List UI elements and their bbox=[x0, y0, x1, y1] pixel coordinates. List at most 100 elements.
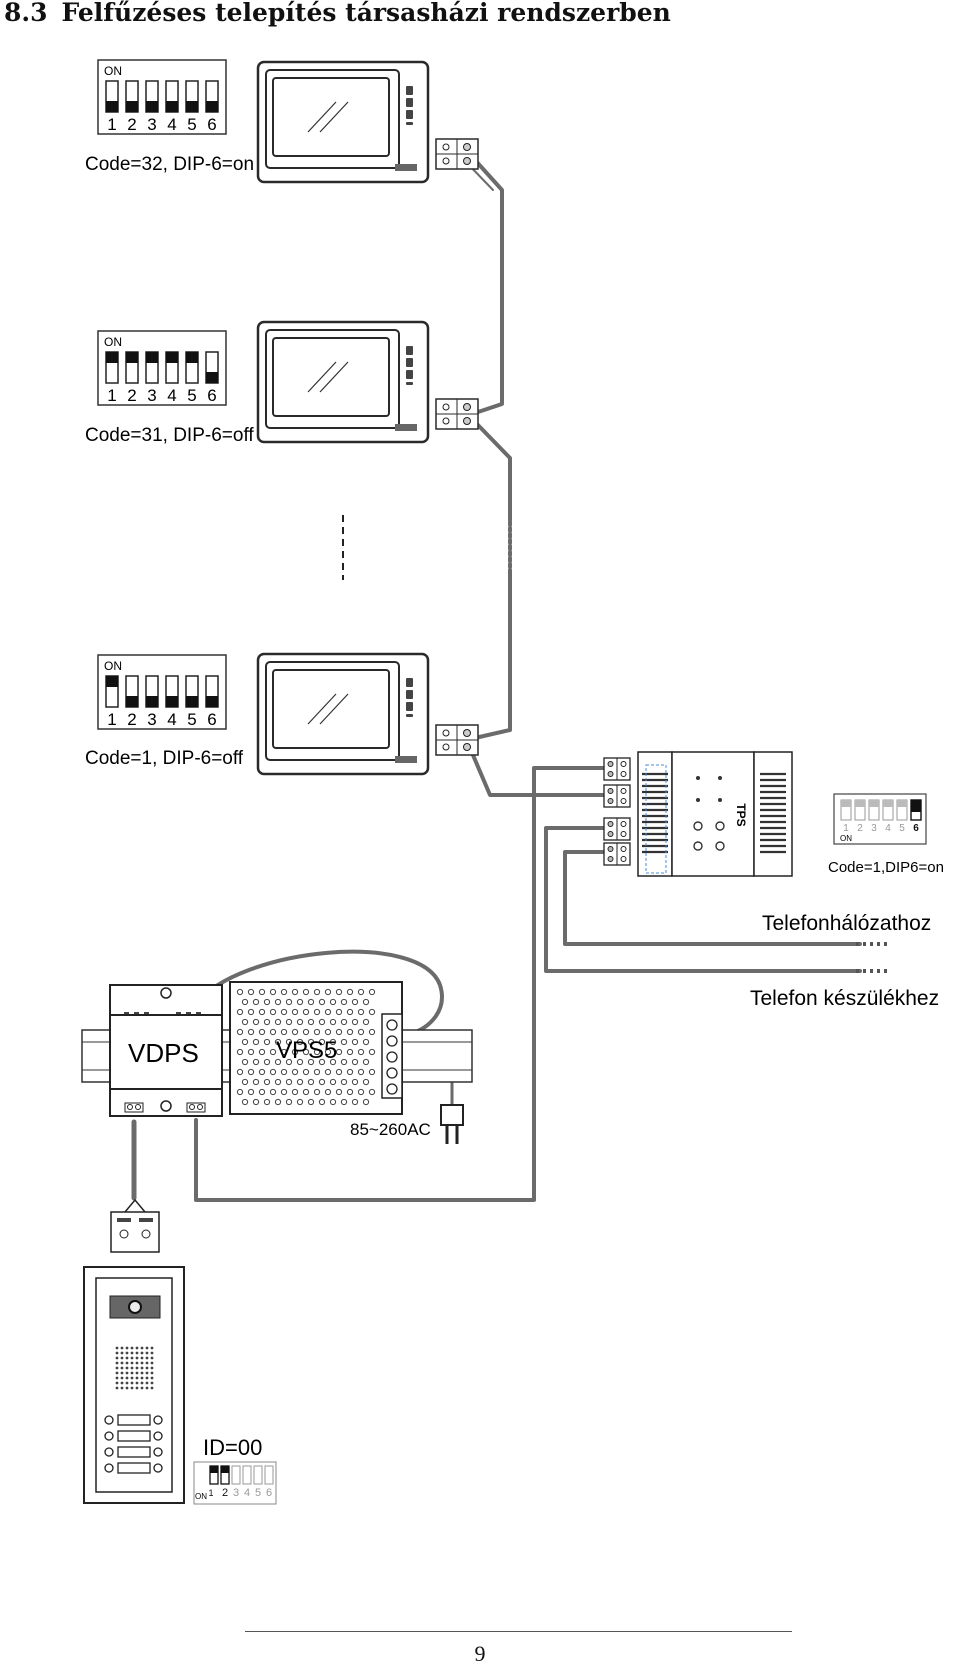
dip-switch-frame bbox=[97, 330, 227, 406]
vps5-label: VPS5 bbox=[276, 1037, 337, 1064]
vent-hole bbox=[340, 1038, 348, 1046]
grille-dot bbox=[120, 1351, 124, 1355]
dip-number: 4 bbox=[244, 1487, 250, 1499]
dip-numbers: 1 2 3 4 5 6 bbox=[208, 1487, 272, 1499]
vent-hole bbox=[340, 998, 348, 1006]
vent-hole bbox=[285, 1078, 293, 1086]
grille-dot bbox=[130, 1371, 134, 1375]
vent-hole bbox=[258, 1088, 266, 1096]
dip-lever-5 bbox=[186, 101, 198, 112]
vent-hole bbox=[258, 988, 266, 996]
dip-lever-5 bbox=[897, 800, 907, 807]
wire-monitor2-down bbox=[473, 420, 512, 522]
tps-screw bbox=[693, 841, 703, 851]
vent-hole bbox=[247, 1008, 255, 1016]
dip-number: 2 bbox=[127, 115, 136, 134]
call-button bbox=[153, 1463, 163, 1473]
vent-hole bbox=[351, 1098, 359, 1106]
terminal-screw bbox=[386, 1083, 398, 1095]
vent-hole bbox=[236, 1068, 244, 1076]
vent-hole bbox=[318, 1078, 326, 1086]
vent-hole bbox=[351, 998, 359, 1006]
wire-tps-to-handset bbox=[544, 826, 862, 973]
name-plate bbox=[117, 1414, 151, 1426]
monitor-screen bbox=[272, 77, 390, 157]
terminal-screw bbox=[442, 417, 450, 425]
network-dots bbox=[856, 942, 887, 946]
grille-dot bbox=[140, 1371, 144, 1375]
dip-number: 3 bbox=[147, 115, 156, 134]
grille-dot bbox=[125, 1351, 129, 1355]
vent-hole bbox=[263, 1018, 271, 1026]
grille-dot bbox=[135, 1346, 139, 1350]
vent-hole bbox=[351, 1018, 359, 1026]
terminal-screw bbox=[620, 846, 627, 852]
dip-switch-frame bbox=[97, 59, 227, 135]
name-plate bbox=[117, 1462, 151, 1474]
dip-lever-5 bbox=[186, 696, 198, 707]
monitor-screen bbox=[272, 669, 390, 749]
vent-hole bbox=[302, 1068, 310, 1076]
dip-numbers: 1 2 3 4 5 6 bbox=[107, 115, 216, 134]
grille-dot bbox=[145, 1356, 149, 1360]
vent-hole bbox=[357, 1008, 365, 1016]
vent-hole bbox=[313, 1028, 321, 1036]
dip-on-label: ON bbox=[104, 64, 122, 78]
vent-hole bbox=[340, 1078, 348, 1086]
vent-hole bbox=[351, 1078, 359, 1086]
vent-hole bbox=[280, 1088, 288, 1096]
monitor-button bbox=[406, 370, 413, 379]
grille-dot bbox=[145, 1366, 149, 1370]
dip-number: 6 bbox=[207, 386, 216, 405]
tps-screws bbox=[693, 821, 725, 851]
terminal-screw bbox=[463, 157, 471, 165]
vent-hole bbox=[263, 1038, 271, 1046]
grille-dot bbox=[130, 1366, 134, 1370]
dip-lever-4 bbox=[166, 352, 178, 363]
terminal-screw bbox=[386, 1019, 398, 1031]
vent-hole bbox=[346, 1068, 354, 1076]
grille-dot bbox=[145, 1361, 149, 1365]
vdps-output-terminals bbox=[124, 1102, 206, 1113]
wire-monitor1-to-monitor2 bbox=[473, 158, 504, 415]
vent-hole bbox=[335, 1008, 343, 1016]
terminal-screw bbox=[386, 1035, 398, 1047]
monitor-button bbox=[406, 122, 413, 125]
dip-levers bbox=[106, 676, 218, 707]
grille-dot bbox=[120, 1361, 124, 1365]
grille-dot bbox=[115, 1376, 119, 1380]
dip-number: 4 bbox=[167, 115, 176, 134]
terminal-screw bbox=[620, 761, 627, 767]
vent-hole bbox=[318, 998, 326, 1006]
dip-number: 3 bbox=[233, 1487, 239, 1499]
plug-prongs bbox=[445, 1125, 459, 1144]
grille-dot bbox=[150, 1386, 154, 1390]
vent-hole bbox=[274, 1038, 282, 1046]
grille-dot bbox=[145, 1371, 149, 1375]
terminal-screw bbox=[442, 143, 450, 151]
vent-hole bbox=[296, 1018, 304, 1026]
vent-hole bbox=[296, 1098, 304, 1106]
call-button bbox=[153, 1431, 163, 1441]
terminal-screw bbox=[607, 831, 614, 837]
dip-number: 4 bbox=[167, 710, 176, 729]
terminal-screw bbox=[442, 743, 450, 751]
vent-hole bbox=[263, 1098, 271, 1106]
vent-hole bbox=[329, 1018, 337, 1026]
dip-lever-6 bbox=[206, 372, 218, 383]
monitor-speaker-grille bbox=[395, 424, 417, 431]
vent-hole bbox=[324, 988, 332, 996]
dip-lever-6 bbox=[206, 101, 218, 112]
vent-hole bbox=[236, 1008, 244, 1016]
dip-number: 2 bbox=[857, 823, 863, 834]
grille-dot bbox=[145, 1381, 149, 1385]
vent-hole bbox=[241, 1098, 249, 1106]
vent-hole bbox=[252, 1078, 260, 1086]
vent-hole bbox=[329, 1058, 337, 1066]
vent-hole bbox=[307, 998, 315, 1006]
dip-number: 1 bbox=[843, 823, 849, 834]
vent-hole bbox=[357, 1028, 365, 1036]
grille-dot bbox=[130, 1356, 134, 1360]
dip-levers bbox=[210, 1466, 229, 1473]
